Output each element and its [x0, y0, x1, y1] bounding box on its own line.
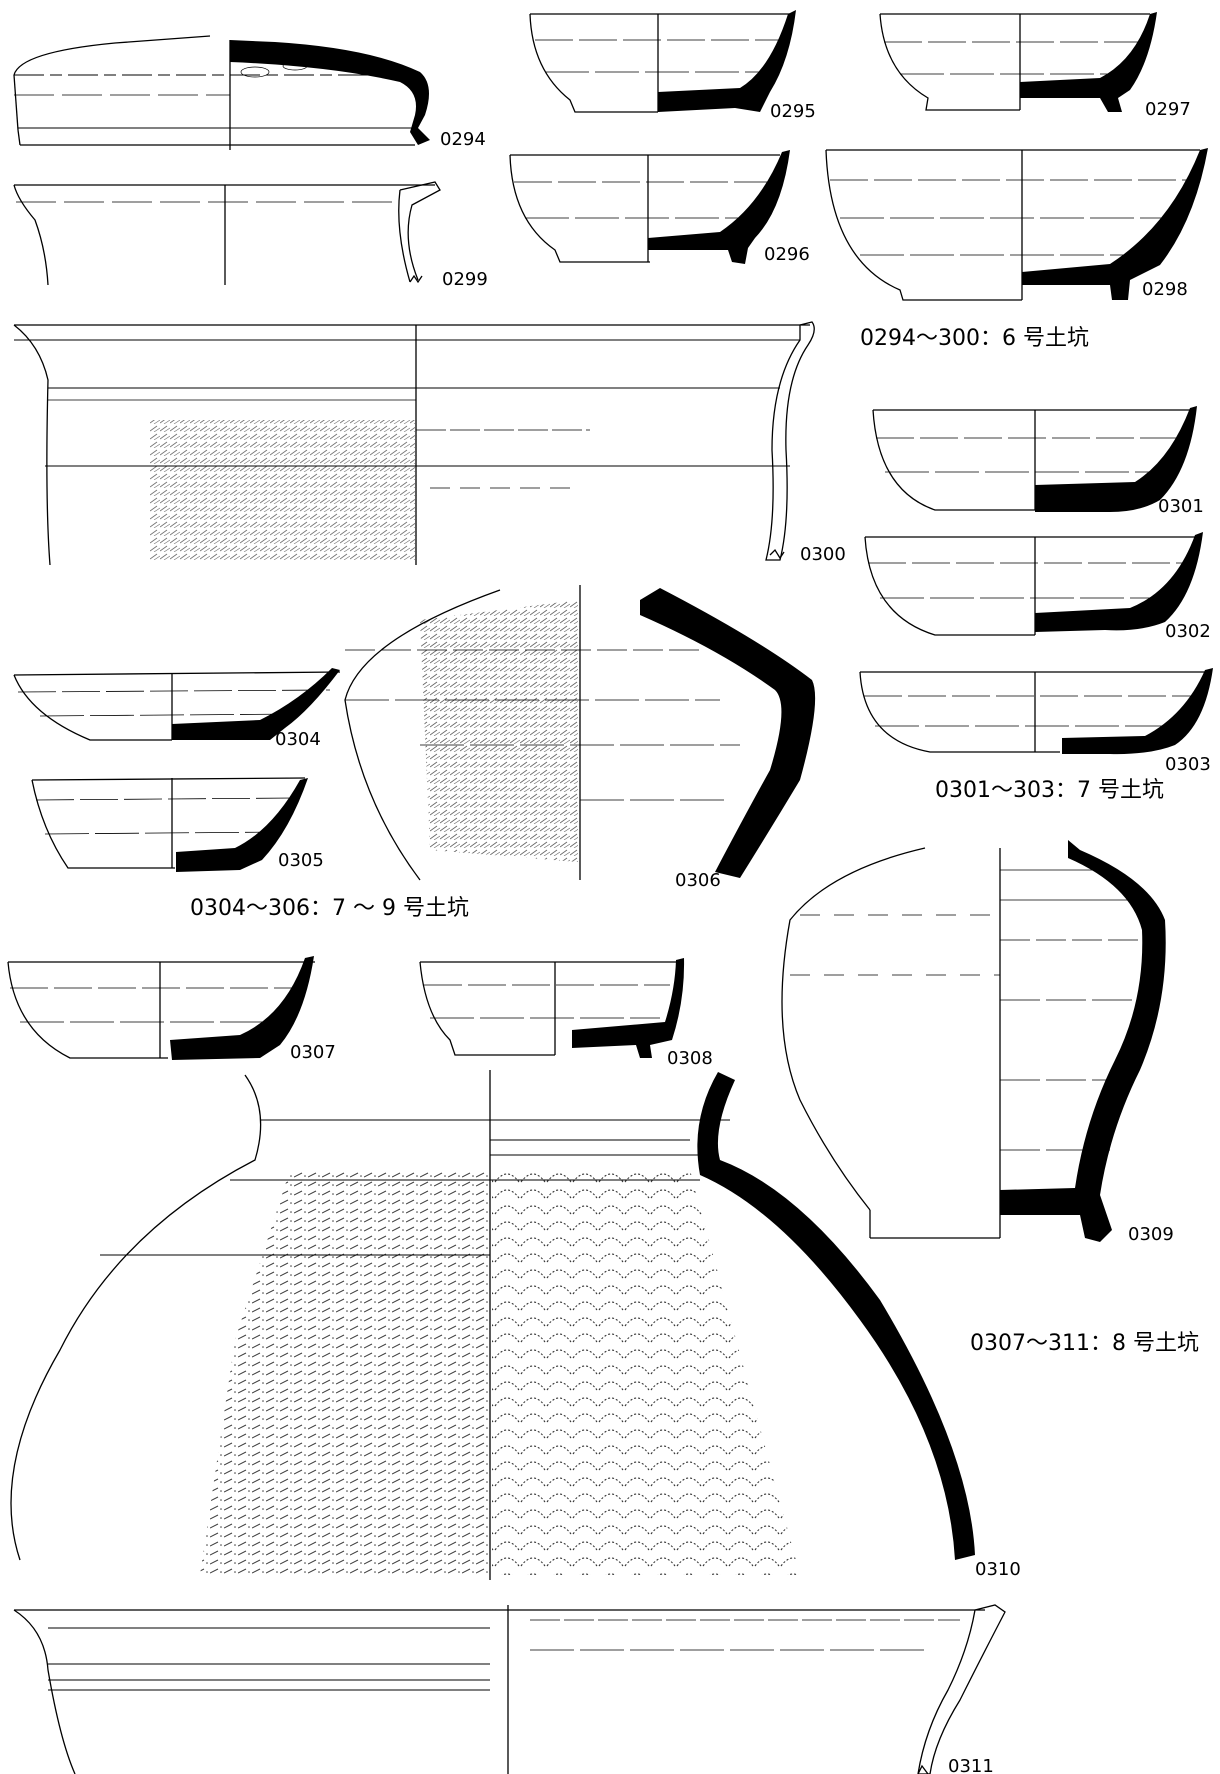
label-0303: 0303 — [1165, 754, 1211, 775]
figure-0307 — [8, 956, 315, 1060]
figure-0294 — [14, 36, 430, 150]
figure-0308 — [420, 958, 685, 1058]
group-captions: 0294～300：6 号土坑 0301～303：7 号土坑 0304～306：7… — [190, 326, 1199, 1356]
figure-0311 — [14, 1605, 1005, 1774]
figure-0305 — [32, 778, 308, 872]
label-0306: 0306 — [675, 870, 721, 891]
label-0296: 0296 — [764, 244, 810, 265]
figure-0297 — [880, 12, 1157, 112]
label-0299: 0299 — [442, 269, 488, 290]
label-0310: 0310 — [975, 1559, 1021, 1580]
figure-0301 — [873, 406, 1197, 512]
label-0302: 0302 — [1165, 621, 1211, 642]
figure-0310 — [11, 1070, 975, 1580]
figure-0299 — [14, 182, 440, 285]
label-0300: 0300 — [800, 544, 846, 565]
caption-pit7: 0301～303：7 号土坑 — [935, 778, 1164, 803]
label-0311: 0311 — [948, 1756, 994, 1774]
label-0304: 0304 — [275, 729, 321, 750]
label-0305: 0305 — [278, 850, 324, 871]
label-0298: 0298 — [1142, 279, 1188, 300]
caption-pit7to9: 0304～306：7 ～ 9 号土坑 — [190, 896, 469, 921]
label-0307: 0307 — [290, 1042, 336, 1063]
figure-0296 — [510, 150, 790, 264]
label-0309: 0309 — [1128, 1224, 1174, 1245]
label-0308: 0308 — [667, 1048, 713, 1069]
caption-pit8: 0307～311：8 号土坑 — [970, 1331, 1199, 1356]
figure-0303 — [860, 668, 1213, 755]
figure-0298 — [826, 148, 1208, 300]
label-0301: 0301 — [1158, 496, 1204, 517]
figure-0302 — [865, 532, 1203, 635]
caption-pit6: 0294～300：6 号土坑 — [860, 326, 1089, 351]
figure-0295 — [530, 10, 796, 112]
label-0297: 0297 — [1145, 99, 1191, 120]
label-0295: 0295 — [770, 101, 816, 122]
figure-0300 — [14, 322, 814, 565]
label-0294: 0294 — [440, 129, 486, 150]
figure-labels: 0294 0295 0296 0297 0298 0299 0300 0301 … — [275, 99, 1211, 1774]
figure-0306 — [345, 585, 816, 880]
figure-0309 — [782, 840, 1166, 1242]
figure-0304 — [14, 668, 340, 740]
